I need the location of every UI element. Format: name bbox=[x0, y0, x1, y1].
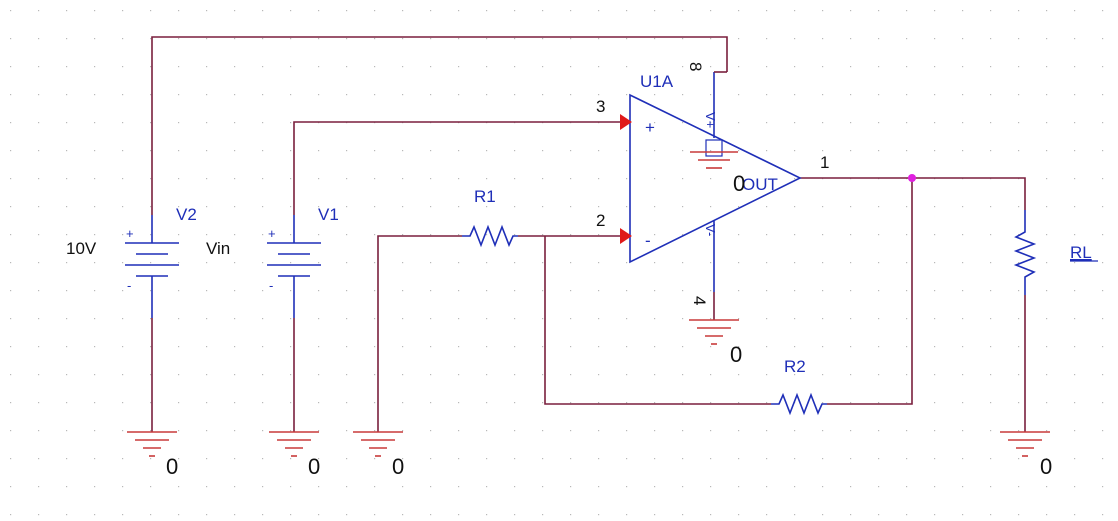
resistor-r2[interactable] bbox=[771, 392, 827, 416]
pin-vneg-number: 4 bbox=[690, 296, 709, 305]
ground-vneg-symbol[interactable] bbox=[689, 319, 739, 345]
pin-out-number: 1 bbox=[820, 153, 829, 172]
source-v2[interactable]: + - bbox=[125, 215, 179, 318]
junction-dot[interactable] bbox=[908, 174, 916, 182]
ground-vneg-label: 0 bbox=[730, 342, 742, 367]
pin-noninv-number: 3 bbox=[596, 97, 605, 116]
r1-name: R1 bbox=[474, 187, 496, 206]
wire-vpos-supply[interactable] bbox=[151, 36, 728, 215]
ground-v2-label: 0 bbox=[166, 454, 178, 479]
resistor-r1[interactable] bbox=[462, 224, 518, 248]
opamp-minus-sign: - bbox=[645, 231, 651, 250]
opamp-refdes: U1A bbox=[640, 72, 674, 91]
ground-r1-label: 0 bbox=[392, 454, 404, 479]
pin2-arrow bbox=[620, 228, 632, 244]
grid-dots bbox=[10, 10, 1104, 516]
wire-feedback-right[interactable] bbox=[827, 178, 913, 405]
v2-name: V2 bbox=[176, 205, 197, 224]
v1-name: V1 bbox=[318, 205, 339, 224]
opamp-out-label: OUT bbox=[742, 175, 778, 194]
v1-value: Vin bbox=[206, 239, 230, 258]
resistor-rl[interactable] bbox=[1013, 210, 1037, 295]
opamp-out-node: 0 bbox=[733, 171, 745, 196]
wire-output[interactable] bbox=[800, 177, 1026, 210]
ground-v1-label: 0 bbox=[308, 454, 320, 479]
r2-name: R2 bbox=[784, 357, 806, 376]
ground-v2-symbol[interactable] bbox=[127, 431, 177, 457]
v2-minus-sign: - bbox=[127, 278, 131, 293]
ground-rl-symbol[interactable] bbox=[1000, 431, 1050, 457]
source-v1[interactable]: + - bbox=[267, 215, 321, 318]
ground-v1-symbol[interactable] bbox=[269, 431, 319, 457]
ground-r1-symbol[interactable] bbox=[353, 431, 403, 457]
v2-plus-sign: + bbox=[126, 226, 134, 241]
wires bbox=[151, 36, 1026, 432]
v2-value: 10V bbox=[66, 239, 97, 258]
v1-minus-sign: - bbox=[269, 278, 273, 293]
wire-feedback-left[interactable] bbox=[544, 236, 771, 405]
v1-plus-sign: + bbox=[268, 226, 276, 241]
pin-vpos-number: 8 bbox=[686, 62, 705, 71]
ground-rl-label: 0 bbox=[1040, 454, 1052, 479]
pin-inv-number: 2 bbox=[596, 211, 605, 230]
wire-r1-ground[interactable] bbox=[377, 235, 462, 432]
opamp-plus-sign: + bbox=[645, 118, 655, 137]
opamp-u1a[interactable] bbox=[629, 71, 802, 292]
rl-name: RL bbox=[1070, 243, 1092, 262]
opamp-vneg-label: V- bbox=[703, 224, 718, 236]
opamp-vpos-label: V+ bbox=[703, 112, 718, 128]
pin3-arrow bbox=[620, 114, 632, 130]
ground-vpos-marker bbox=[690, 151, 738, 169]
wire-vin-noninv[interactable] bbox=[293, 121, 628, 215]
